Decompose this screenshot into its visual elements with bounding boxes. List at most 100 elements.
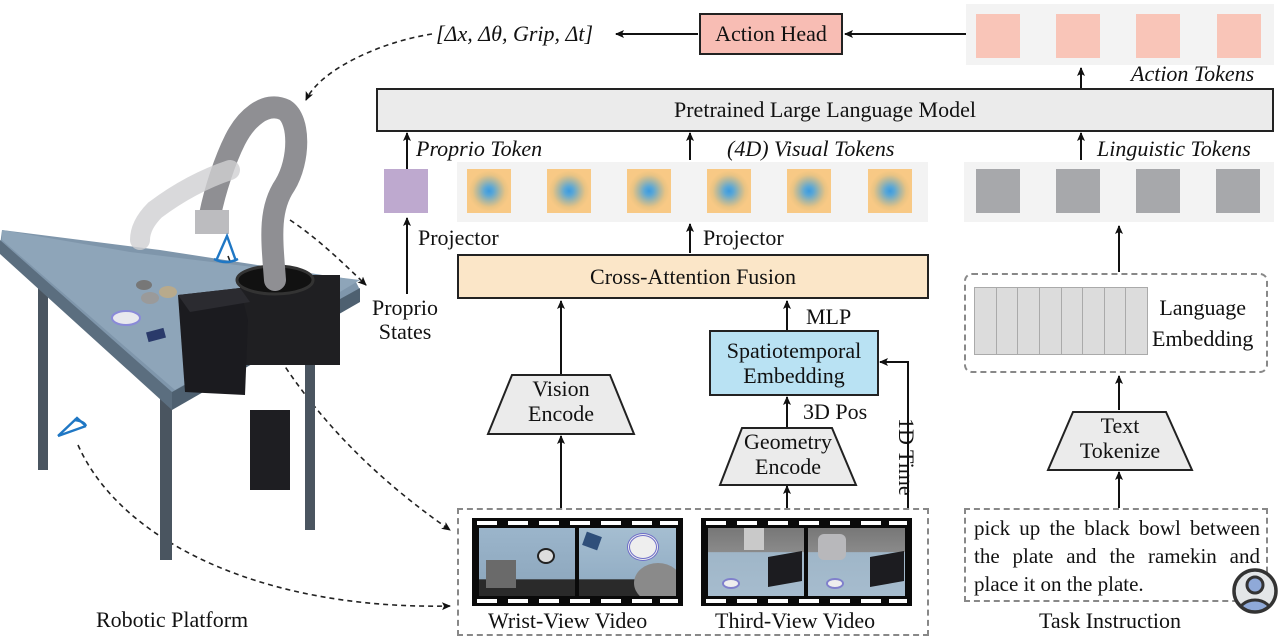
- 3d-pos-label: 3D Pos: [803, 399, 868, 424]
- projector-label-left: Projector: [418, 225, 499, 250]
- action-token: [1136, 14, 1180, 58]
- frame-object: [744, 528, 764, 550]
- linguistic-tokens-label: Linguistic Tokens: [1097, 136, 1251, 161]
- dashed-thirdcam-to-video: [77, 444, 451, 611]
- action-token: [976, 14, 1020, 58]
- language-embedding-label: Language Embedding: [1152, 293, 1253, 355]
- proprio-states-label: Proprio States: [370, 295, 440, 345]
- visual-token: [547, 169, 591, 213]
- table-leg: [305, 290, 315, 530]
- small-box: [146, 327, 166, 343]
- third-view-camera-icon: [57, 416, 88, 438]
- wrist-frame-1: [479, 528, 575, 596]
- third-view-video-label: Third-View Video: [715, 608, 876, 633]
- geometry-encode-line1: Geometry: [744, 429, 832, 454]
- wrist-view-filmstrip: [472, 518, 683, 606]
- vision-encode-line1: Vision: [532, 376, 590, 401]
- frame-object: [537, 548, 555, 564]
- visual-tokens-label: (4D) Visual Tokens: [727, 136, 895, 161]
- third-frame-1: [708, 528, 804, 596]
- action-tokens-strip: [966, 4, 1274, 65]
- embedding-cell: [1083, 288, 1105, 354]
- black-box: [178, 288, 248, 395]
- wrist-camera-icon: [213, 232, 239, 264]
- task-instruction-text: pick up the black bowl between the plate…: [974, 514, 1260, 598]
- wrist-view-video-label: Wrist-View Video: [488, 608, 648, 633]
- language-embedding-container: Language Embedding: [964, 273, 1268, 373]
- plate: [111, 310, 141, 326]
- geometry-encode-line2: Encode: [755, 454, 821, 480]
- fusion-label: Cross-Attention Fusion: [590, 263, 796, 289]
- linguistic-token: [976, 169, 1020, 213]
- visual-token: [467, 169, 511, 213]
- action-head-box: Action Head: [699, 13, 843, 55]
- frame-object: [818, 534, 846, 560]
- text-tokenize-line2: Tokenize: [1079, 438, 1161, 464]
- proprio-token: [384, 169, 428, 213]
- visual-token: [627, 169, 671, 213]
- action-tokens-label: Action Tokens: [1131, 61, 1255, 86]
- language-embedding-line1: Language: [1159, 295, 1247, 320]
- third-frame-2: [808, 528, 905, 596]
- robot-platform-illustration: [0, 96, 360, 560]
- action-vector-label: [Δx, Δθ, Grip, Δt]: [436, 21, 594, 46]
- embedding-cell: [1040, 288, 1062, 354]
- dashed-robot-to-states: [289, 219, 367, 286]
- embedding-cell: [1018, 288, 1040, 354]
- table-leg: [38, 270, 48, 470]
- text-tokenize-line1: Text: [1100, 413, 1140, 438]
- frame-object: [627, 533, 659, 561]
- robot-arm-ghost: [130, 160, 240, 250]
- action-head-label: Action Head: [715, 21, 827, 46]
- linguistic-token: [1056, 169, 1100, 213]
- proprio-states-line1: Proprio: [372, 295, 438, 320]
- embedding-cell: [997, 288, 1019, 354]
- spatiotemporal-line1: Spatiotemporal: [726, 337, 862, 363]
- instruction-line: the plate and the ramekin and: [974, 544, 1260, 568]
- frame-object: [722, 578, 740, 589]
- instruction-line: place it on the plate.: [974, 572, 1144, 596]
- frame-object: [634, 563, 676, 596]
- wrist-frame-2: [579, 528, 676, 596]
- geometry-encode-shape: [718, 427, 858, 486]
- robotic-platform-label: Robotic Platform: [96, 607, 249, 632]
- visual-token: [787, 169, 831, 213]
- linguistic-token: [1216, 169, 1260, 213]
- proprio-states-line2: States: [378, 319, 432, 345]
- bowl: [141, 292, 159, 304]
- llm-box: Pretrained Large Language Model: [376, 88, 1274, 132]
- projector-label-right: Projector: [703, 225, 784, 250]
- table-clamp: [250, 410, 290, 490]
- spatiotemporal-line2: Embedding: [743, 363, 845, 388]
- frame-object: [826, 578, 844, 589]
- embedding-cell: [1105, 288, 1127, 354]
- mlp-label: MLP: [806, 304, 852, 329]
- video-input-container: [457, 508, 929, 636]
- embedding-cell: [975, 288, 997, 354]
- instruction-line: pick up the black bowl between: [974, 516, 1260, 540]
- third-view-filmstrip: [701, 518, 912, 606]
- visual-token: [868, 169, 912, 213]
- cross-attention-fusion-box: Cross-Attention Fusion: [457, 254, 929, 299]
- vision-encode-line2: Encode: [528, 401, 594, 427]
- geometry-encode-label: Geometry Encode: [728, 429, 848, 480]
- language-embedding-cells: [974, 287, 1148, 355]
- frame-object: [486, 560, 516, 588]
- action-token: [1217, 14, 1261, 58]
- visual-tokens-strip: [457, 162, 928, 222]
- bowl: [136, 280, 152, 290]
- task-instruction-box: pick up the black bowl between the plate…: [964, 508, 1268, 602]
- task-instruction-label: Task Instruction: [1039, 608, 1182, 633]
- spatiotemporal-embedding-box: Spatiotemporal Embedding: [709, 330, 879, 396]
- linguistic-tokens-strip: [964, 162, 1274, 222]
- linguistic-token: [1136, 169, 1180, 213]
- language-embedding-line2: Embedding: [1152, 325, 1254, 351]
- arrow-time-to-st: [879, 358, 909, 508]
- visual-token: [707, 169, 751, 213]
- vision-encode-label: Vision Encode: [500, 376, 622, 427]
- embedding-cell: [1062, 288, 1084, 354]
- action-token: [1056, 14, 1100, 58]
